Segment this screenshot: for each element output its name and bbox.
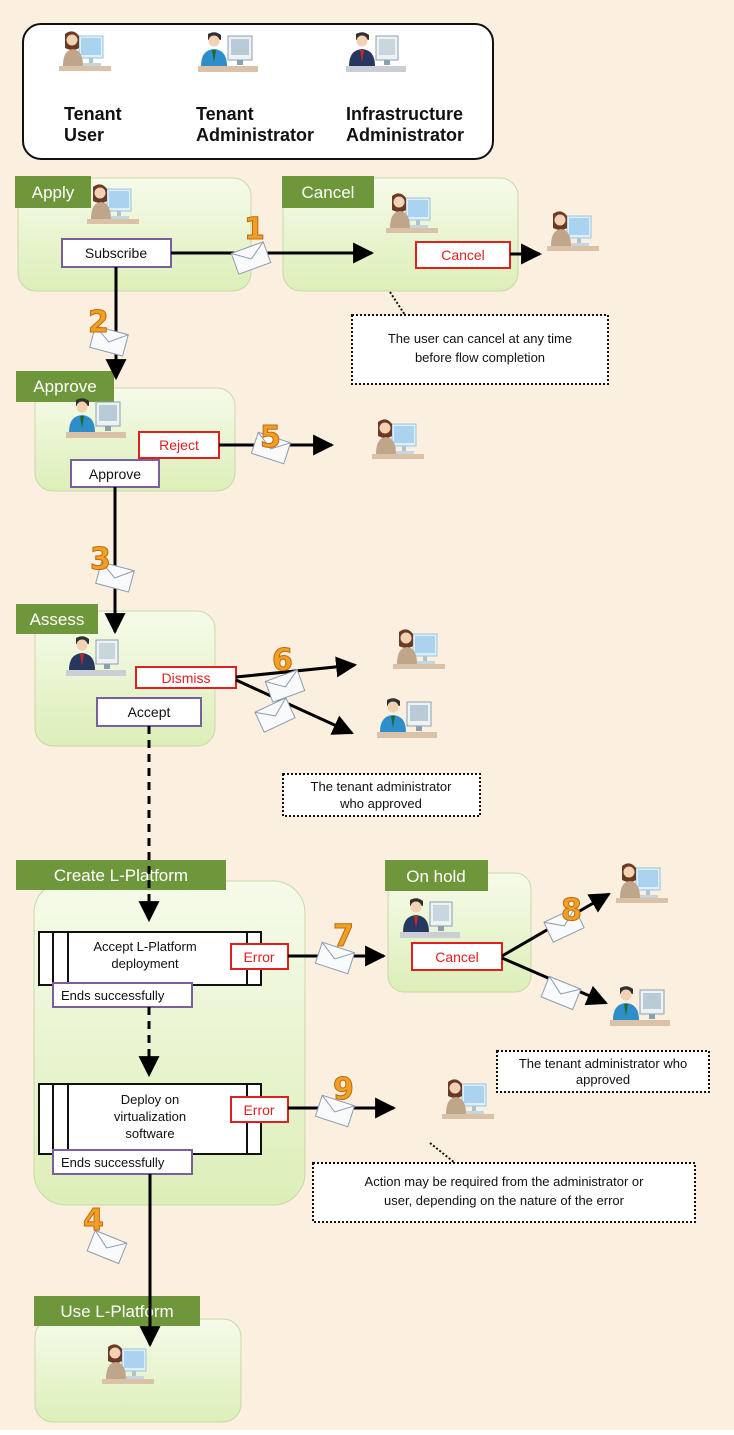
error-note-pointer [429,1142,456,1164]
subscribe-button-label: Subscribe [85,245,147,261]
tenant-admin-note-1-box [282,773,481,817]
deploy-virtualization-line-1: Deploy on [121,1092,180,1107]
reject-button-label: Reject [159,437,199,453]
cancel-request-button[interactable] [415,241,511,269]
accept-button-label: Accept [128,704,171,720]
deploy-virtualization-line-3: software [125,1126,174,1141]
cancel-stage-label: Cancel [302,183,355,202]
create-stage-label: Create L-Platform [54,866,188,885]
tenant-admin-note-1-line-2: who approved [339,796,422,811]
approve-button[interactable] [70,459,160,488]
apply-stage-label: Apply [32,183,75,202]
accept-deployment-line-2: deployment [111,956,179,971]
error-note-line-2: user, depending on the nature of the err… [384,1193,625,1208]
dismiss-button-label: Dismiss [162,670,211,686]
ends-successfully-1 [52,982,193,1008]
dismiss-button[interactable] [135,666,237,689]
accept-button[interactable] [96,697,202,727]
cancel-stage-label-bg [282,176,374,208]
ends-successfully-1-label: Ends successfully [61,988,165,1003]
step-number-2: 2 [88,305,109,340]
error-button-1-label: Error [243,949,274,965]
step-number-4: 4 [83,1203,104,1238]
on-hold-stage-label-bg [385,860,488,891]
cancel-request-button-label: Cancel [441,247,485,263]
error-note-line-1: Action may be required from the administ… [365,1174,645,1189]
step-number-5: 5 [260,420,281,455]
approve-stage-label-bg [16,371,114,402]
cancel-note-line-2: before flow completion [415,350,545,365]
cancel-note-box [351,314,609,385]
step-number-8: 8 [561,893,582,928]
error-note-box [312,1162,696,1223]
tenant-admin-note-2-box [496,1050,710,1093]
deploy-virtualization-process [38,1083,262,1155]
step-number-1: 1 [244,212,265,247]
step-number-9: 9 [333,1072,354,1107]
create-stage-label-bg [16,860,226,890]
cancel-hold-button-label: Cancel [435,949,479,965]
assess-stage-label: Assess [30,610,85,629]
accept-deployment-line-1: Accept L-Platform [93,939,196,954]
subscribe-button[interactable] [61,238,172,268]
use-stage-label-bg [34,1296,200,1326]
tenant-admin-note-1-line-1: The tenant administrator [311,779,453,794]
legend-tenant-user-label: Tenant User [64,104,122,145]
legend-infra-admin-label: Infrastructure Administrator [346,104,465,145]
approve-button-label: Approve [89,466,141,482]
tenant-admin-note-2-line-2: approved [576,1072,630,1087]
arrow-dismiss-to-admin [235,678,354,735]
deploy-virtualization-line-2: virtualization [114,1109,186,1124]
assess-stage-label-bg [16,604,98,634]
error-button-2-label: Error [243,1102,274,1118]
legend-tenant-admin-label: Tenant Administrator [196,104,315,145]
ends-successfully-2 [52,1149,193,1175]
approve-stage-label: Approve [33,377,96,396]
use-stage-label: Use L-Platform [60,1302,173,1321]
ends-successfully-2-label: Ends successfully [61,1155,165,1170]
apply-stage-label-bg [15,176,91,208]
cancel-note-pointer [389,291,406,316]
reject-button[interactable] [138,431,220,459]
step-numbers: 1 2 3 4 5 6 7 8 9 [83,212,583,1239]
step-number-6: 6 [272,643,293,678]
step-number-3: 3 [90,542,111,577]
tenant-admin-note-2-line-1: The tenant administrator who [519,1056,687,1071]
step-number-7: 7 [333,919,354,954]
cancel-note-line-1: The user can cancel at any time [388,331,572,346]
on-hold-stage-label: On hold [406,867,466,886]
cancel-hold-button[interactable] [411,942,503,971]
